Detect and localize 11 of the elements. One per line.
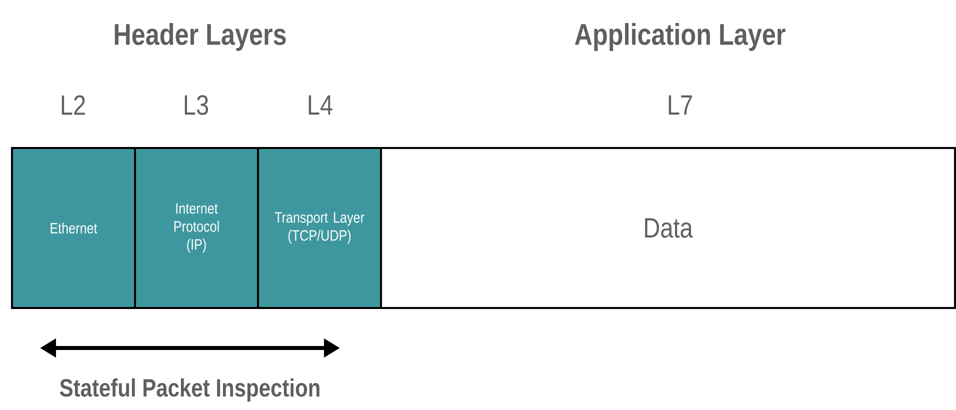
- caption: Stateful Packet Inspection: [60, 378, 320, 402]
- layer-label: L3: [184, 95, 208, 115]
- layer-label: L4: [308, 95, 332, 115]
- layer-box: Data: [380, 147, 956, 309]
- layer-box: Internet Protocol (IP): [134, 147, 259, 309]
- heading: Header Layers: [114, 23, 286, 51]
- layer-label: L2: [62, 95, 85, 115]
- layer-box: Transport Layer (TCP/UDP): [257, 147, 382, 309]
- layer-label: L7: [668, 95, 692, 115]
- layer-box: Ethernet: [11, 147, 136, 309]
- heading: Application Layer: [574, 23, 786, 51]
